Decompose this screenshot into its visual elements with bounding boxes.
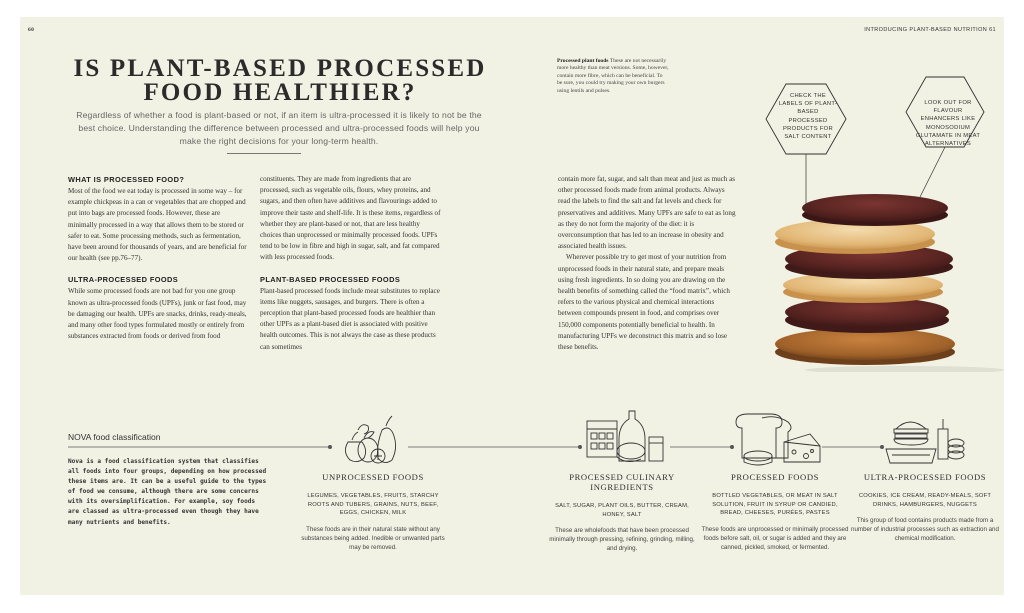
- category-description: This group of food contains products mad…: [851, 517, 999, 542]
- category-examples: BOTTLED VEGETABLES, OR MEAT IN SALT SOLU…: [712, 493, 838, 517]
- category-culinary-ingredients: PROCESSED CULINARY INGREDIENTS SALT, SUG…: [547, 472, 697, 554]
- category-unprocessed: UNPROCESSED FOODS LEGUMES, VEGETABLES, F…: [298, 472, 448, 552]
- body-labels: contain more fat, sugar, and salt than m…: [558, 175, 736, 251]
- heading-what-is-processed: WHAT IS PROCESSED FOOD?: [68, 175, 185, 184]
- fast-food-icon: [885, 419, 965, 464]
- callout-salt-content: CHECK THE LABELS OF PLANT-BASED PROCESSE…: [778, 93, 838, 141]
- category-examples: COOKIES, ICE CREAM, READY-MEALS, SOFT DR…: [858, 493, 992, 508]
- title-divider: [227, 153, 301, 154]
- heading-ultra-processed: ULTRA-PROCESSED FOODS: [68, 275, 179, 285]
- vegetables-icon: [345, 415, 397, 464]
- callout-flavour-enhancers: LOOK OUT FOR FLAVOUR ENHANCERS LIKE MONO…: [915, 100, 981, 148]
- note-heading: Processed plant foods: [557, 58, 609, 64]
- category-examples: LEGUMES, VEGETABLES, FRUITS, STARCHY ROO…: [307, 493, 439, 517]
- running-header-right: INTRODUCING PLANT-BASED NUTRITION 61: [864, 27, 996, 33]
- category-description: These foods are in their natural state w…: [301, 526, 445, 551]
- burger-stack-illustration: [775, 194, 1004, 372]
- category-title: PROCESSED CULINARY INGREDIENTS: [569, 472, 675, 492]
- body-food-matrix: Wherever possible try to get most of you…: [558, 253, 730, 352]
- category-examples: SALT, SUGAR, PLANT OILS, BUTTER, CREAM, …: [555, 503, 689, 518]
- body-what-is-processed: Most of the food we eat today is process…: [68, 187, 247, 263]
- category-description: These foods are unprocessed or minimally…: [701, 526, 849, 551]
- body-constituents: constituents. They are made from ingredi…: [260, 175, 441, 262]
- category-ultra-processed: ULTRA-PROCESSED FOODS COOKIES, ICE CREAM…: [850, 472, 1000, 544]
- note-body: These are not necessarily more healthy t…: [557, 58, 669, 94]
- category-title: UNPROCESSED FOODS: [322, 472, 424, 482]
- category-title: ULTRA-PROCESSED FOODS: [863, 472, 987, 482]
- bread-cheese-icon: [735, 413, 821, 466]
- page-number-left: 60: [28, 27, 35, 33]
- book-spread: 60 INTRODUCING PLANT-BASED NUTRITION 61 …: [20, 17, 1004, 595]
- ingredients-icon: [586, 410, 664, 462]
- category-processed: PROCESSED FOODS BOTTLED VEGETABLES, OR M…: [700, 472, 850, 552]
- intro-paragraph: Regardless of whether a food is plant-ba…: [76, 110, 482, 146]
- sidebar-note: Processed plant foods These are not nece…: [557, 58, 669, 95]
- nova-heading: NOVA food classification: [68, 432, 161, 442]
- text-column-1: WHAT IS PROCESSED FOOD? Most of the food…: [68, 174, 248, 342]
- category-title: PROCESSED FOODS: [730, 472, 820, 482]
- page-title: IS PLANT-BASED PROCESSED FOOD HEALTHIER?: [73, 55, 487, 106]
- text-column-3: contain more fat, sugar, and salt than m…: [558, 174, 736, 353]
- nova-timeline: [68, 445, 884, 449]
- callout-graphics: [765, 76, 985, 212]
- category-description: These are wholefoods that have been proc…: [549, 527, 695, 552]
- nova-description: Nova is a food classification system tha…: [68, 458, 267, 526]
- body-ultra-processed: While some processed foods are not bad f…: [68, 287, 247, 341]
- body-plant-based-processed: Plant-based processed foods include meat…: [260, 286, 440, 351]
- heading-plant-based-processed: PLANT-BASED PROCESSED FOODS: [260, 274, 401, 284]
- text-column-2: constituents. They are made from ingredi…: [260, 174, 442, 353]
